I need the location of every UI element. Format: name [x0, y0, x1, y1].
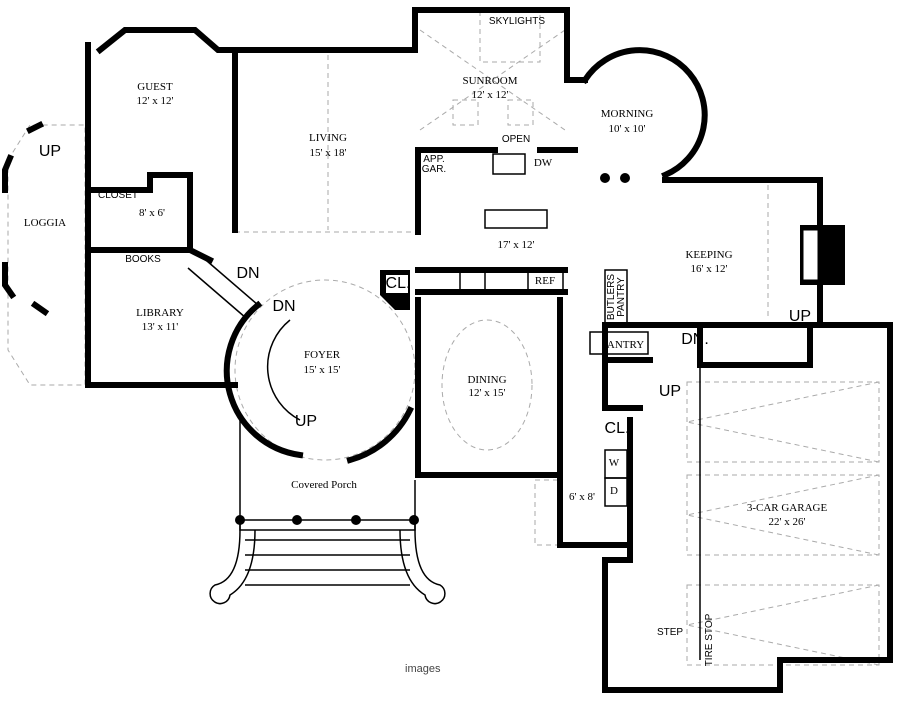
annotations: SKYLIGHTS OPEN APP. GAR. DW REF BUTLERS …: [39, 16, 811, 666]
dining-name: DINING: [467, 374, 506, 386]
cl-foyer-label: CL.: [386, 275, 411, 292]
up-foyer-label: UP: [295, 413, 317, 430]
guest-name: GUEST: [137, 81, 173, 93]
books-label: BOOKS: [125, 254, 161, 265]
step-label: STEP: [657, 627, 683, 638]
morning-bay-wall: [580, 47, 708, 179]
dw-label: DW: [534, 157, 553, 169]
dryer-icon: [604, 477, 628, 507]
morning-size: 10' x 10': [609, 123, 646, 135]
library-name: LIBRARY: [136, 307, 184, 319]
living-name: LIVING: [309, 132, 347, 144]
curved-staircase: [187, 254, 415, 464]
dn-keeping-label: DN.: [681, 331, 709, 348]
guest-size: 12' x 12': [137, 95, 174, 107]
cooktop-icon: [459, 271, 486, 291]
porch-name: Covered Porch: [291, 479, 357, 491]
dining-size: 12' x 15': [469, 387, 506, 399]
app-gar-label-2: GAR.: [422, 164, 446, 175]
garage-name: 3-CAR GARAGE: [747, 502, 828, 514]
sunroom-size: 12' x 12': [472, 89, 509, 101]
up-keeping-label: UP: [789, 308, 811, 325]
up-hall-label: UP: [659, 383, 681, 400]
room-labels: GUEST 12' x 12' LOGGIA LIVING 15' x 18' …: [24, 75, 828, 528]
skylights-label: SKYLIGHTS: [489, 16, 545, 27]
dashed-guides: [7, 11, 880, 666]
keeping-size: 16' x 12': [691, 263, 728, 275]
kitchen-fixtures: [459, 153, 649, 507]
ref-label: REF: [535, 275, 555, 287]
foyer-size: 15' x 15': [304, 364, 341, 376]
morning-name: MORNING: [601, 108, 654, 120]
foyer-name: FOYER: [304, 349, 341, 361]
kitchen-size: 17' x 12': [498, 239, 535, 251]
keeping-name: KEEPING: [685, 249, 732, 261]
dryer-label: D: [610, 485, 618, 497]
dn-foyer-label: DN: [272, 298, 295, 315]
loggia-columns: [2, 120, 50, 317]
up-loggia-label: UP: [39, 143, 61, 160]
dn-library-label: DN: [236, 265, 259, 282]
covered-porch-steps: [209, 420, 446, 605]
sunroom-name: SUNROOM: [462, 75, 517, 87]
butlers-label-2: PANTRY: [616, 277, 627, 317]
washer-label: W: [609, 457, 620, 469]
tire-stop-label: TIRE STOP: [704, 613, 715, 666]
laundry-size: 6' x 8': [569, 491, 595, 503]
closet-label: CLOSET: [98, 190, 138, 201]
pantry-label: PANTRY: [602, 339, 644, 351]
butlers-label-1: BUTLERS: [606, 274, 617, 320]
watermark: images: [405, 663, 441, 675]
bath-size: 8' x 6': [139, 207, 165, 219]
cl-hall-label: CL.: [605, 420, 630, 437]
library-size: 13' x 11': [142, 321, 179, 333]
loggia-name: LOGGIA: [24, 217, 66, 229]
open-label: OPEN: [502, 134, 530, 145]
garage-size: 22' x 26': [769, 516, 806, 528]
walls: [85, 7, 893, 693]
app-gar-label-1: APP.: [423, 154, 445, 165]
living-size: 15' x 18': [310, 147, 347, 159]
